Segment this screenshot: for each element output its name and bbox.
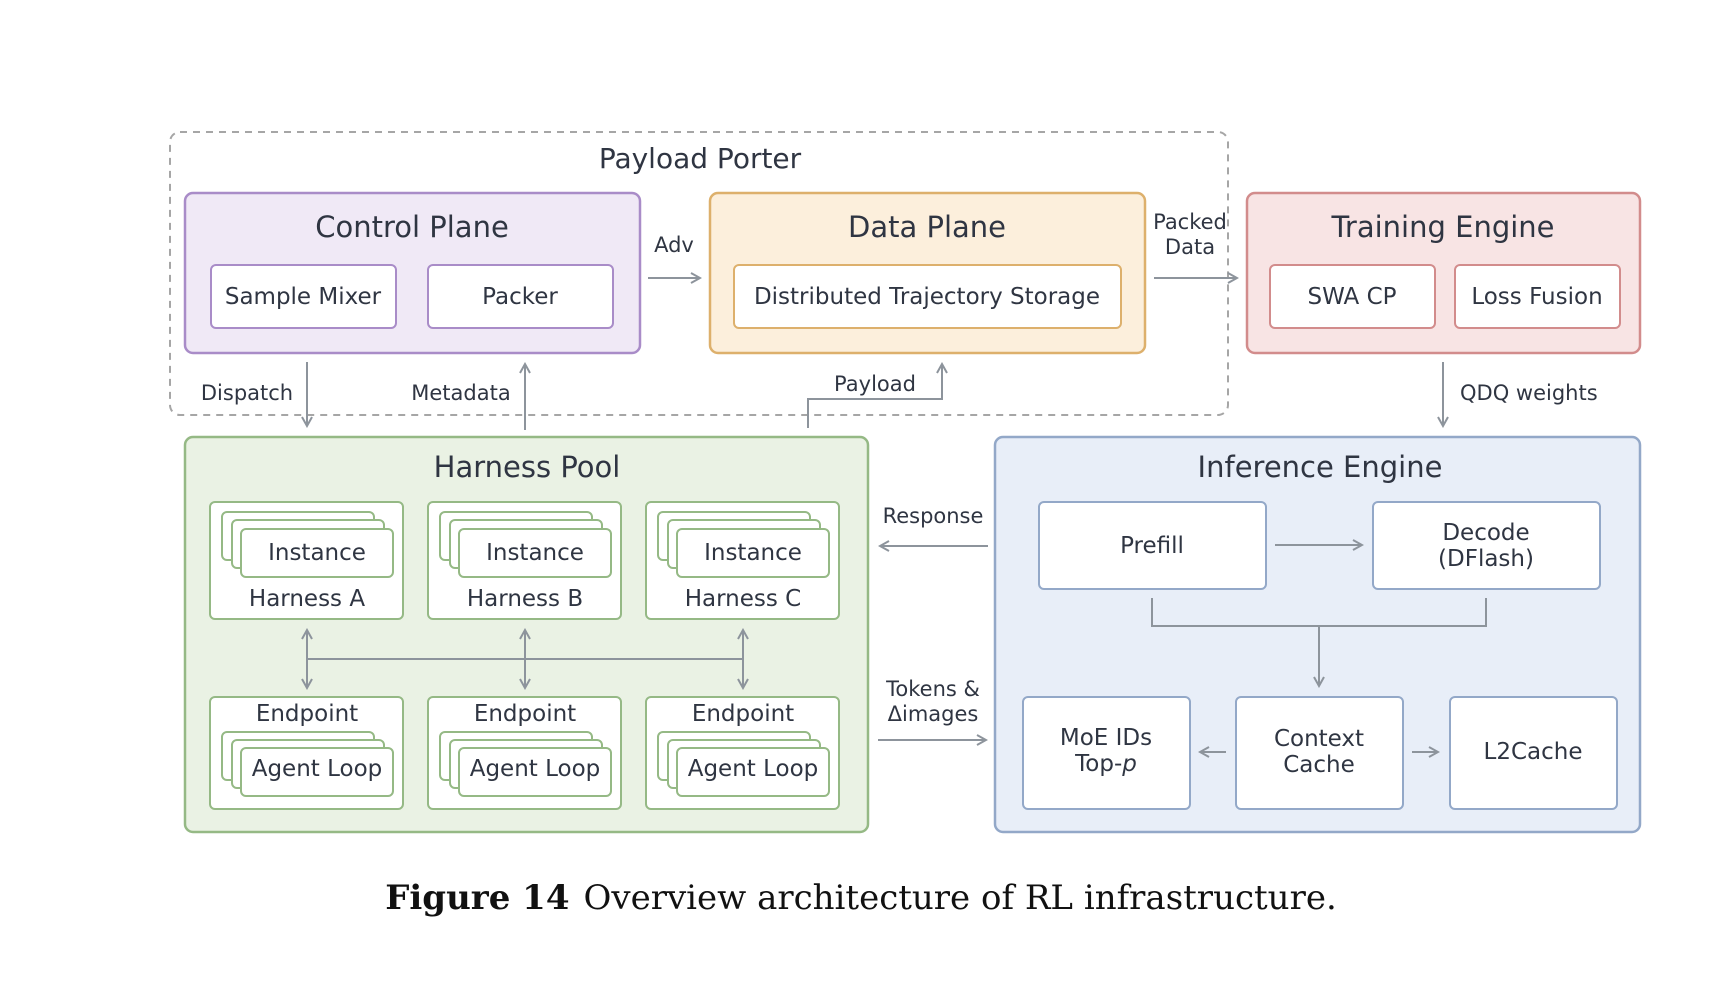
endpoint-1: Endpoint Agent Loop <box>209 696 404 810</box>
harness-b-label: Harness B <box>467 586 583 612</box>
packed-label-line1: Packed <box>1153 210 1227 234</box>
moe-box <box>1022 696 1191 810</box>
metadata-label: Metadata <box>411 381 510 405</box>
agent-loop-label: Agent Loop <box>470 756 601 782</box>
edge-packed-data: Packed Data <box>1153 210 1237 278</box>
swa-cp-box <box>1269 264 1436 329</box>
packer-label: Packer <box>482 284 558 310</box>
endpoint-label: Endpoint <box>256 701 358 727</box>
data-plane: Data Plane Distributed Trajectory Storag… <box>708 191 1147 355</box>
edge-dispatch: Dispatch <box>201 362 307 426</box>
merge-to-context-connector <box>1151 598 1487 686</box>
training-engine: Training Engine SWA CP Loss Fusion <box>1245 191 1642 355</box>
prefill-label: Prefill <box>1120 533 1184 559</box>
figure-caption-text: Overview architecture of RL infrastructu… <box>583 878 1337 918</box>
packed-label-line2: Data <box>1165 235 1215 259</box>
loss-fusion-box <box>1454 264 1621 329</box>
harness-pool-title: Harness Pool <box>434 450 621 484</box>
instance-label: Instance <box>268 540 366 566</box>
harness-pool: Harness Pool Instance Harness A Instance… <box>183 435 870 834</box>
endpoint-2: Endpoint Agent Loop <box>427 696 622 810</box>
figure-caption: Figure 14 Overview architecture of RL inf… <box>0 878 1722 918</box>
payload-porter-title: Payload Porter <box>599 142 802 175</box>
swa-cp-label: SWA CP <box>1307 284 1396 310</box>
edge-response: Response <box>880 504 988 546</box>
sample-mixer-box <box>210 264 397 329</box>
packer-box <box>427 264 614 329</box>
harness-c-label: Harness C <box>685 586 802 612</box>
tokens-label-line2: Δimages <box>888 702 979 726</box>
edge-metadata: Metadata <box>411 364 525 430</box>
payload-label: Payload <box>834 372 916 396</box>
decode-label-line1: Decode <box>1442 520 1529 546</box>
endpoint-label: Endpoint <box>474 701 576 727</box>
endpoint-3: Endpoint Agent Loop <box>645 696 840 810</box>
adv-label: Adv <box>654 233 694 257</box>
response-label: Response <box>883 504 984 528</box>
control-plane-title: Control Plane <box>315 210 509 244</box>
harness-b: Instance Harness B <box>427 501 622 620</box>
trajectory-storage-box <box>733 264 1122 329</box>
instance-label: Instance <box>486 540 584 566</box>
instance-label: Instance <box>704 540 802 566</box>
edge-tokens-images: Tokens & Δimages <box>878 677 986 740</box>
edge-adv: Adv <box>648 233 700 278</box>
inference-engine-title: Inference Engine <box>1198 450 1443 484</box>
agent-loop-label: Agent Loop <box>252 756 383 782</box>
training-engine-title: Training Engine <box>1330 210 1554 244</box>
prefill-box <box>1038 501 1267 590</box>
edge-qdq-weights: QDQ weights <box>1443 362 1598 426</box>
qdq-label: QDQ weights <box>1460 381 1598 405</box>
figure-caption-label: Figure 14 <box>385 878 570 918</box>
trajectory-storage-label: Distributed Trajectory Storage <box>754 284 1100 310</box>
context-cache-line1: Context <box>1274 726 1364 752</box>
harness-endpoint-bus <box>307 630 743 688</box>
control-plane: Control Plane Sample Mixer Packer <box>183 191 642 355</box>
decode-label-line2: (DFlash) <box>1438 546 1534 572</box>
sample-mixer-label: Sample Mixer <box>225 284 382 310</box>
loss-fusion-label: Loss Fusion <box>1471 284 1602 310</box>
harness-c: Instance Harness C <box>645 501 840 620</box>
moe-label-line1: MoE IDs <box>1060 725 1152 751</box>
agent-loop-label: Agent Loop <box>688 756 819 782</box>
context-cache-box <box>1235 696 1404 810</box>
inference-engine: Inference Engine Prefill Decode (DFlash)… <box>993 435 1642 834</box>
harness-a-label: Harness A <box>249 586 365 612</box>
edge-payload: Payload <box>807 364 942 428</box>
decode-box <box>1372 501 1601 590</box>
dispatch-label: Dispatch <box>201 381 293 405</box>
tokens-label-line1: Tokens & <box>885 677 980 701</box>
l2cache-label: L2Cache <box>1484 739 1583 765</box>
data-plane-title: Data Plane <box>848 210 1006 244</box>
context-cache-line2: Cache <box>1283 752 1355 778</box>
l2cache-box <box>1449 696 1618 810</box>
moe-label-line2: Top-p <box>1074 751 1137 777</box>
harness-a: Instance Harness A <box>209 501 404 620</box>
endpoint-label: Endpoint <box>692 701 794 727</box>
